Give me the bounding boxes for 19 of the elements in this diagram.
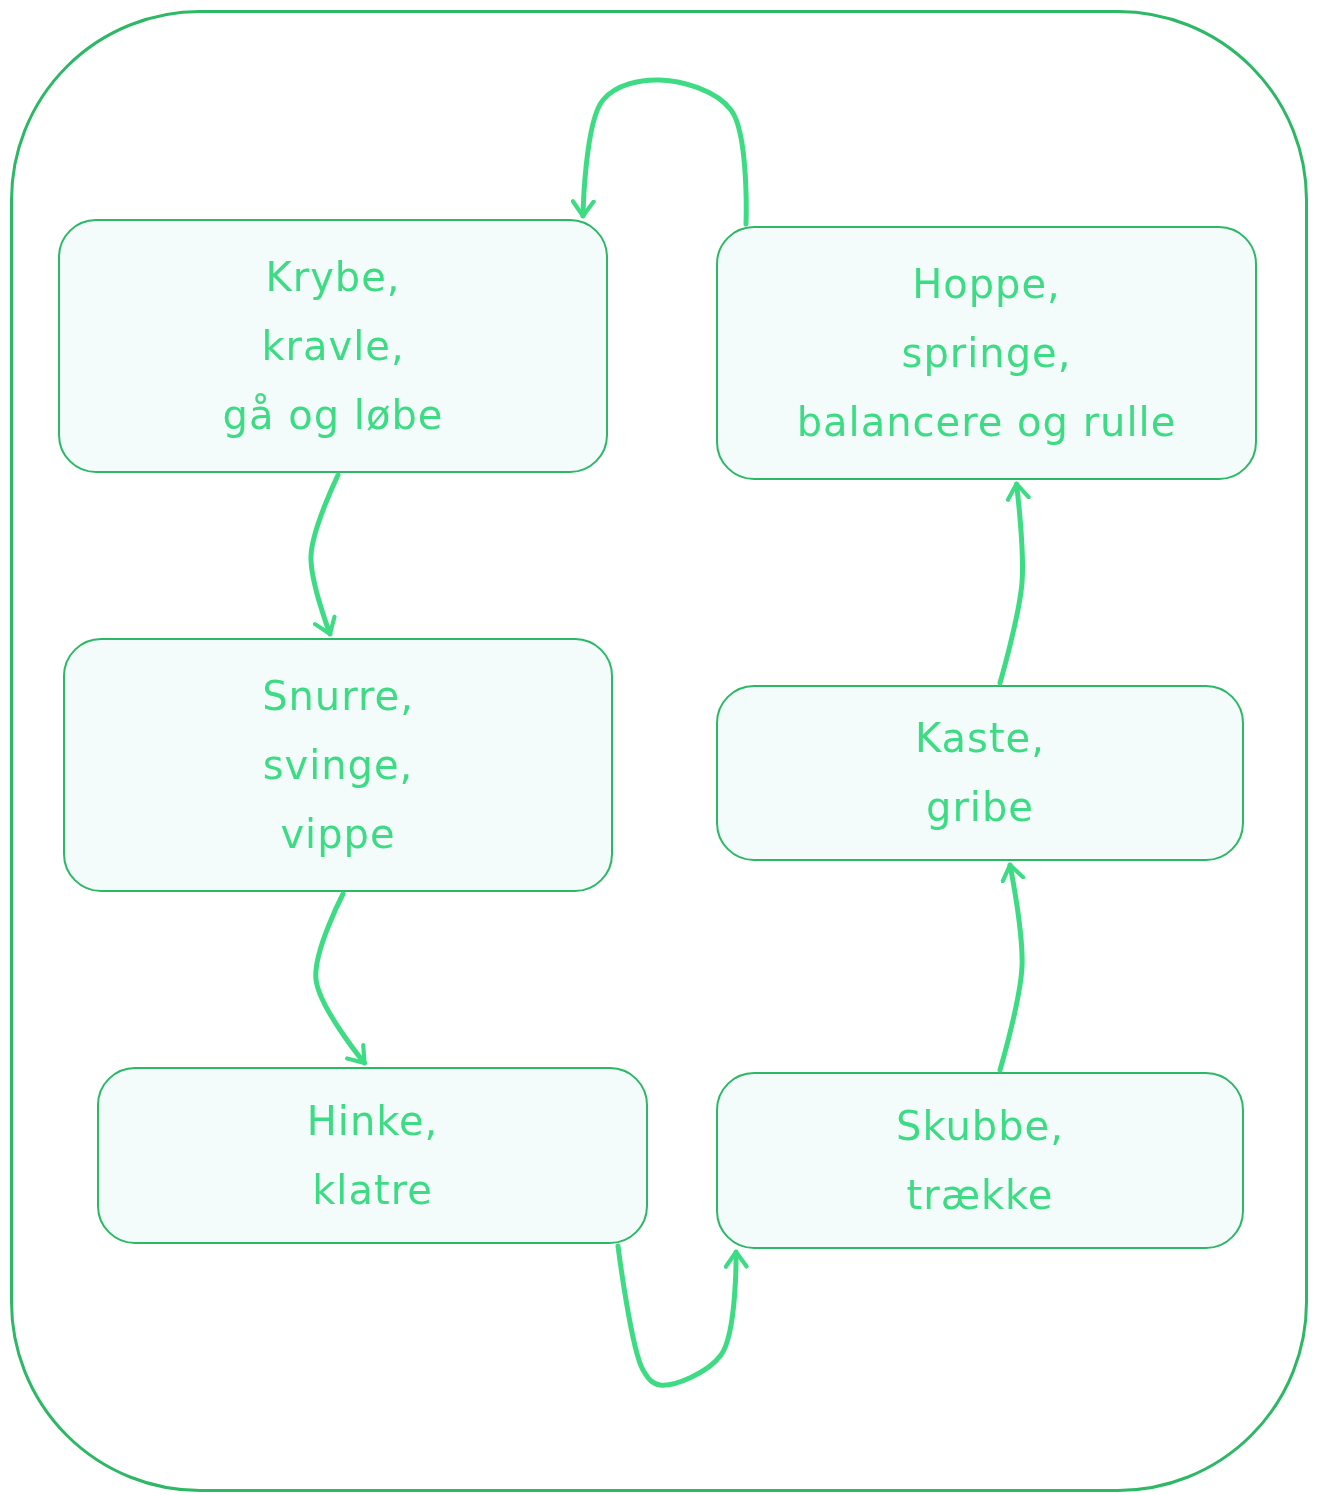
box-label: Skubbe, trække [896,1101,1064,1220]
box-label: Hoppe, springe, balancere og rulle [796,259,1177,447]
process-box [716,1072,1244,1249]
process-box [716,685,1244,861]
arrow [997,481,1031,686]
box-label: Snurre, svinge, vippe [262,671,414,859]
arrow [313,891,367,1066]
process-box [716,226,1257,480]
frame-box [10,10,1308,1492]
arrow [570,77,749,227]
arrow [308,472,341,637]
process-box [63,638,613,892]
box-label: Krybe, kravle, gå og løbe [222,252,444,440]
box-label: Kaste, gribe [915,714,1045,832]
box-label: Hinke, klatre [306,1096,439,1215]
process-box [97,1067,648,1244]
arrow [997,862,1026,1073]
arrow [615,1243,749,1388]
process-box [58,219,608,473]
